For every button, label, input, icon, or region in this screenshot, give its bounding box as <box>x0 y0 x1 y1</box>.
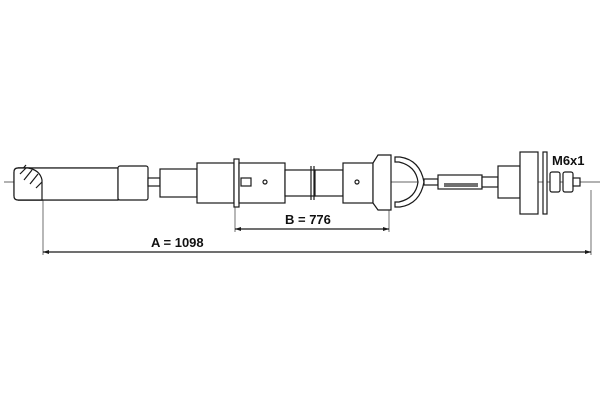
flange <box>233 158 240 208</box>
key-pin <box>240 177 252 187</box>
rod-sleeve <box>481 176 499 188</box>
rod-end <box>572 177 581 187</box>
inner-wire-2 <box>423 178 439 186</box>
hole-2 <box>354 179 360 185</box>
bushing <box>159 168 198 198</box>
inner-wire-1 <box>147 177 161 187</box>
damper-disc <box>519 151 539 215</box>
dimension-a <box>42 190 592 255</box>
tube-2 <box>314 169 344 197</box>
dimension-a-label: A = 1098 <box>151 235 204 250</box>
threaded-rod <box>437 174 483 190</box>
hole <box>262 179 268 185</box>
dimension-b-label: B = 776 <box>285 212 331 227</box>
nut-2 <box>562 171 574 193</box>
dome-cap <box>394 156 425 208</box>
washer <box>542 151 548 215</box>
dimension-b <box>234 207 390 232</box>
damper <box>497 165 521 199</box>
sleeve <box>196 162 235 204</box>
eye-end <box>13 167 43 201</box>
conical-flange <box>372 154 392 211</box>
ferrule <box>117 165 149 201</box>
nut-1 <box>549 171 561 193</box>
thread-label: M6x1 <box>552 153 585 168</box>
